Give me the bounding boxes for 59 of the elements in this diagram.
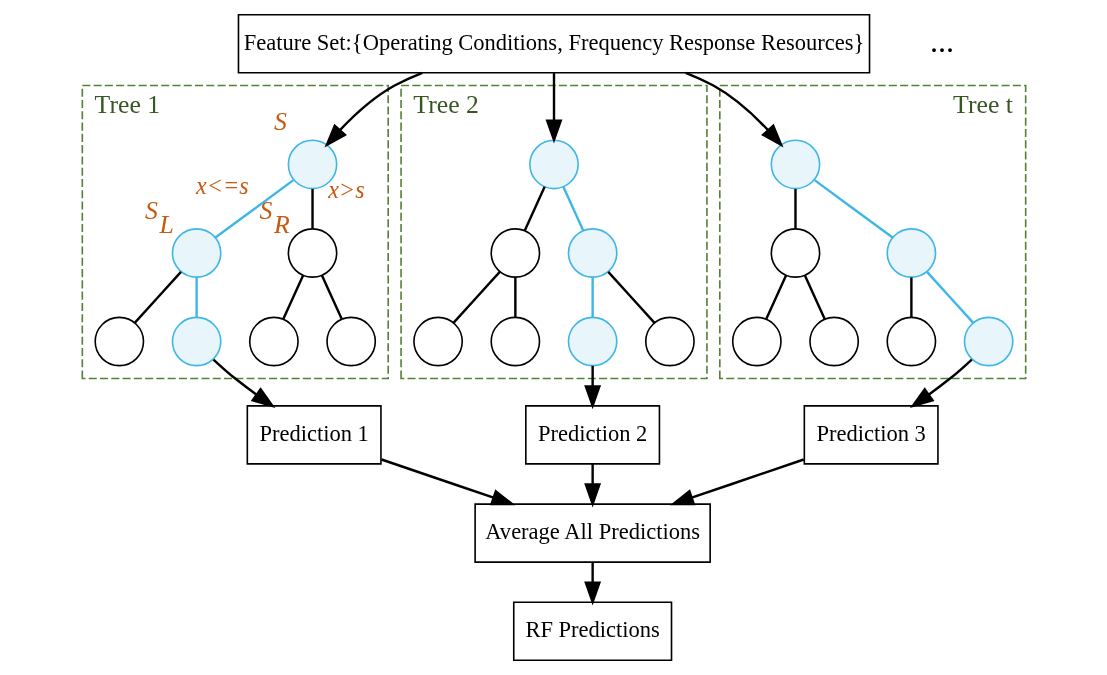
node-box: RF Predictions xyxy=(512,601,672,662)
arrow xyxy=(380,458,515,506)
node-label: S xyxy=(273,107,287,137)
connector xyxy=(523,186,546,231)
node-circle xyxy=(808,316,859,367)
cluster: Tree t xyxy=(718,84,1026,380)
arrow xyxy=(545,73,562,144)
connector xyxy=(793,188,797,229)
node-circle xyxy=(528,139,579,190)
node-circle xyxy=(171,228,222,278)
arrow xyxy=(583,365,601,410)
connector xyxy=(764,274,787,320)
edge-label: x<=s xyxy=(195,171,249,199)
connector xyxy=(320,274,343,320)
cluster: Tree 2 xyxy=(399,84,708,380)
node-circle xyxy=(770,228,820,278)
arrow xyxy=(684,71,783,148)
node-box: Prediction 1 xyxy=(246,405,382,465)
node-circle xyxy=(770,139,820,190)
connector xyxy=(606,271,655,324)
connector xyxy=(925,271,974,324)
connector xyxy=(561,186,584,231)
connector xyxy=(590,277,594,317)
node-box: Average All Predictions xyxy=(473,503,711,563)
node-circle xyxy=(885,316,936,367)
edge-label: x>s xyxy=(327,176,365,204)
connector xyxy=(813,179,893,239)
node-box: Prediction 3 xyxy=(803,405,939,465)
node-circle xyxy=(567,228,618,278)
node-box: Prediction 2 xyxy=(524,405,660,465)
node-circle xyxy=(248,316,299,367)
connector xyxy=(803,274,826,320)
node-circle xyxy=(325,316,376,367)
node-circle xyxy=(489,228,540,278)
connector xyxy=(452,271,501,324)
node-circle xyxy=(567,316,618,367)
node-circle xyxy=(731,316,782,367)
node-circle xyxy=(963,316,1014,367)
node-circle xyxy=(171,316,222,367)
arrow xyxy=(583,562,601,606)
label: ... xyxy=(929,22,954,59)
connector xyxy=(909,277,913,317)
arrow xyxy=(212,358,275,408)
node-circle xyxy=(287,228,337,278)
arrow xyxy=(909,358,973,408)
connector xyxy=(310,188,314,229)
arrow xyxy=(669,458,804,506)
node-circle xyxy=(93,316,144,367)
node-circle xyxy=(412,316,463,367)
connector xyxy=(133,271,182,324)
arrow xyxy=(583,464,601,508)
node-circle xyxy=(885,228,936,278)
connector xyxy=(513,277,517,317)
node-box: Feature Set:{Operating Conditions, Frequency Response Resources} xyxy=(237,13,870,74)
connector xyxy=(214,179,294,239)
node-circle xyxy=(489,316,540,367)
connector xyxy=(194,277,198,317)
connector xyxy=(281,274,304,320)
node-circle xyxy=(644,316,695,367)
